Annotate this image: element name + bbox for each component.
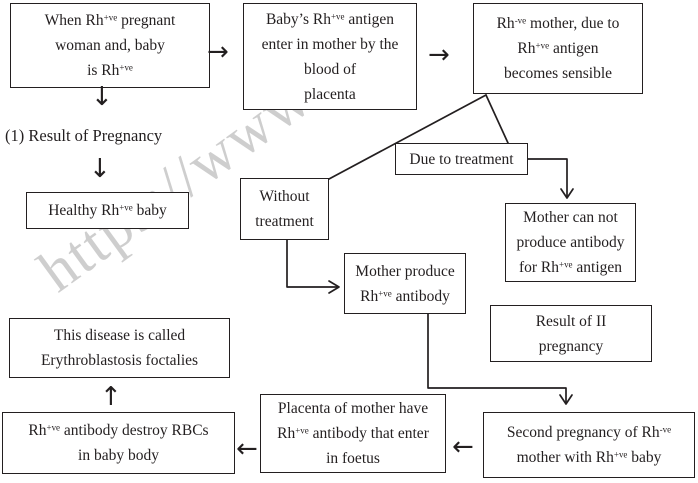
arrowhead-down-icon xyxy=(559,394,573,405)
arrow-right-icon: → xyxy=(428,40,450,70)
connector-sensible-to-due-treatment xyxy=(485,94,509,144)
label-result-of-pregnancy: (1) Result of Pregnancy xyxy=(5,126,163,145)
node-due-to-treatment: Due to treatment xyxy=(395,143,528,175)
arrow-left-icon: ← xyxy=(236,434,258,464)
connector-sensible-to-without-treatment xyxy=(328,94,487,180)
connector-due-treatment-to-mother-cannot xyxy=(527,158,568,198)
node-healthy-baby: Healthy Rh+ve baby xyxy=(26,192,189,229)
arrow-left-icon: ← xyxy=(452,432,474,462)
arrow-down-icon: ↓ xyxy=(89,154,111,184)
arrow-right-icon: → xyxy=(207,37,229,67)
arrowhead-right-icon xyxy=(328,280,340,294)
arrow-up-icon: ↑ xyxy=(100,382,122,412)
arrowhead-down-icon xyxy=(560,188,574,199)
connector-mother-produce-to-second-pregnancy xyxy=(427,313,567,404)
connector-without-treatment-to-mother-produce xyxy=(286,239,338,288)
arrow-down-icon: ↓ xyxy=(91,82,113,112)
